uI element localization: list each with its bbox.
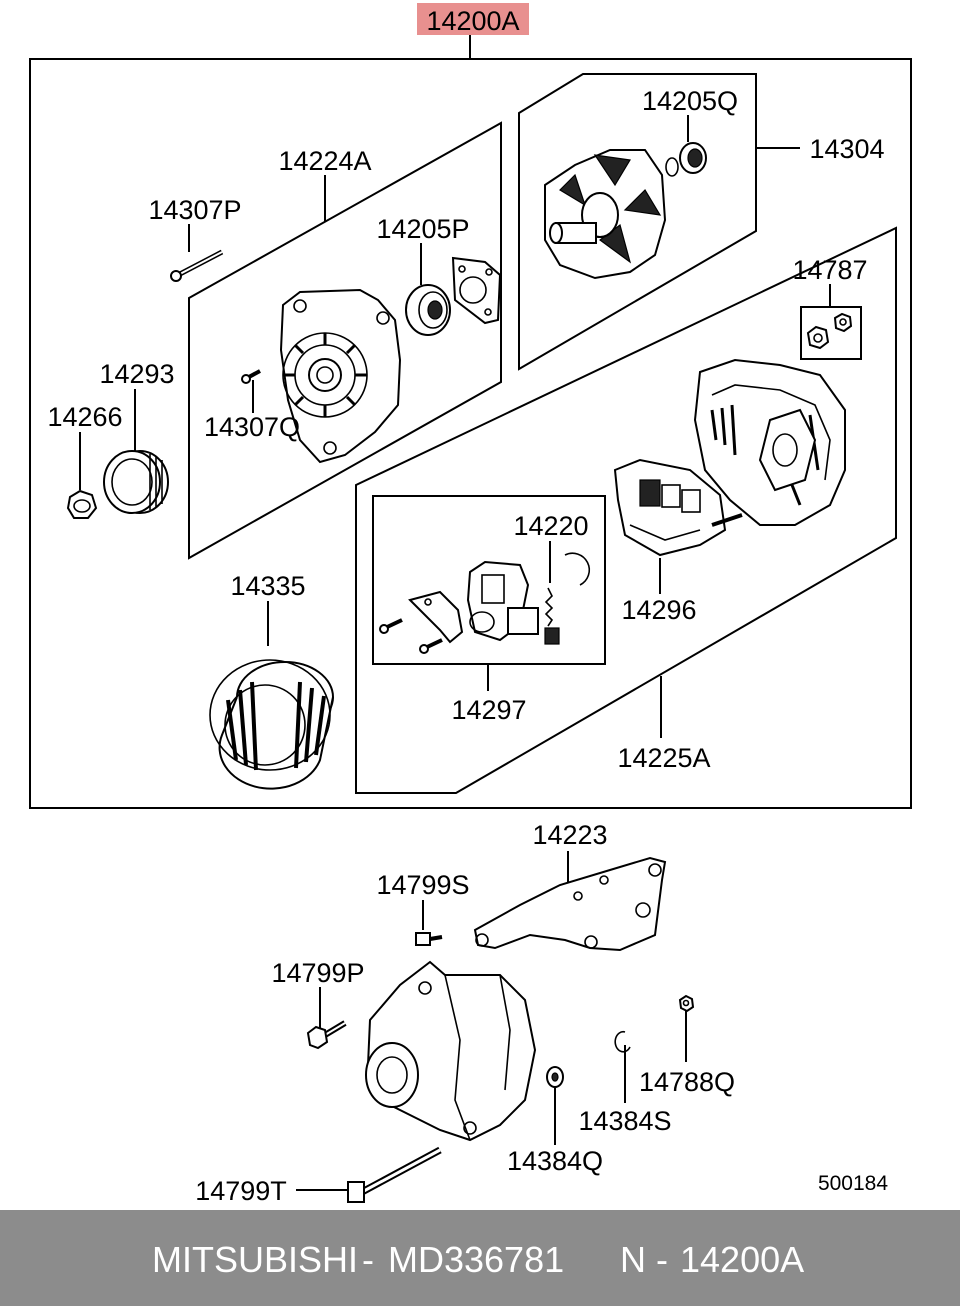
footer-separator: - [362,1239,374,1280]
label-14799S: 14799S [376,870,469,900]
rotor-icon [544,149,667,280]
header-highlight [417,3,529,35]
label-14293: 14293 [99,359,174,389]
nut-icon-14788Q [678,994,695,1013]
label-14225A: 14225A [617,743,710,773]
lock-washer-icon [614,1030,631,1053]
mounting-bracket-icon [473,856,667,952]
label-14205P: 14205P [376,214,469,244]
screw-icon-14307Q [241,369,261,384]
footer-bar: MITSUBISHI - MD336781 N - 14200A [0,1210,960,1306]
front-bracket-icon [279,288,402,464]
footer-code: 14200A [680,1239,805,1280]
label-14304: 14304 [809,134,884,164]
rotor-group [518,73,757,371]
footer-position: N [620,1239,646,1280]
drawing-number: 500184 [818,1172,888,1195]
label-14296: 14296 [621,595,696,625]
bearing-icon-14205P [405,284,451,336]
regulator-icon [379,552,591,654]
footer-brand: MITSUBISHI [152,1239,359,1280]
label-14297: 14297 [451,695,526,725]
rear-bracket-icon [693,358,846,526]
label-14788Q: 14788Q [639,1067,735,1097]
footer-separator-2: - [656,1239,668,1280]
label-14307P: 14307P [148,195,241,225]
bolt-icon-14307P [170,249,224,282]
label-14307Q: 14307Q [204,412,300,442]
stator-icon [209,659,334,790]
label-14787: 14787 [792,255,867,285]
label-14205Q: 14205Q [642,86,738,116]
parts-diagram: 14200A [29,3,912,1206]
label-14223: 14223 [532,820,607,850]
alternator-icon [365,960,537,1142]
terminal-nut-icon [806,312,853,350]
header-part-label: 14200A [426,6,519,36]
assembly-frame [29,58,912,809]
bolt-icon-14799S [415,932,443,946]
washer-icon [546,1066,564,1088]
label-14224A: 14224A [278,146,371,176]
label-14266: 14266 [47,402,122,432]
rectifier-icon [613,458,743,557]
nut-icon-14266 [66,489,98,519]
footer-part-number: MD336781 [388,1239,565,1280]
label-14335: 14335 [230,571,305,601]
retainer-plate-icon [451,256,502,325]
label-14799T: 14799T [195,1176,287,1206]
bolt-icon-14799P [306,1020,347,1050]
leader-lines [79,115,831,1191]
pulley-icon [103,450,169,514]
label-14220: 14220 [513,511,588,541]
bearing-icon-14205Q [665,142,707,177]
bolt-icon-14799T [347,1146,442,1203]
label-14384S: 14384S [578,1106,671,1136]
rear-bracket-group [355,226,897,794]
label-14799P: 14799P [271,958,364,988]
label-14384Q: 14384Q [507,1146,603,1176]
front-bracket-group [188,121,502,560]
